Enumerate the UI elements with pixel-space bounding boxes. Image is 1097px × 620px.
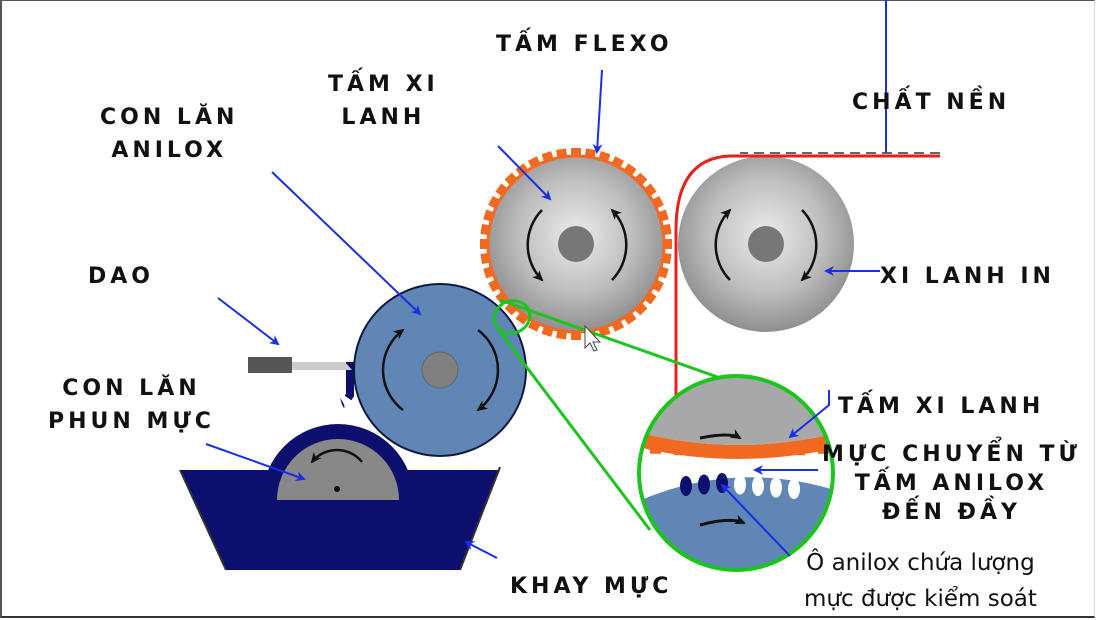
- label-line: MỰC CHUYỂN TỪ: [822, 442, 1081, 467]
- plate-cell: [746, 448, 757, 459]
- arrow-o-anilox: [720, 483, 791, 557]
- note-line: mực được kiểm soát: [804, 586, 1037, 612]
- label-line: PHUN MỰC: [48, 409, 215, 434]
- ink-drop: [340, 398, 345, 408]
- label-khay-muc: KHAY MỰC: [510, 574, 673, 599]
- anilox-cell: [698, 474, 710, 495]
- note-o-anilox: Ô anilox chứa lượng mực được kiểm soát: [804, 545, 1037, 617]
- anilox-cell: [770, 477, 782, 498]
- label-xi-lanh-in: XI LANH IN: [880, 264, 1055, 289]
- label-dao: DAO: [88, 264, 154, 289]
- impression-cylinder: [678, 156, 854, 332]
- doctor-blade: [248, 357, 352, 373]
- anilox-cell: [734, 474, 746, 495]
- label-tam-flexo: TẤM FLEXO: [496, 32, 673, 57]
- plate-tooth: [571, 328, 581, 340]
- plate-cell: [818, 443, 829, 454]
- mouse-cursor-icon: [584, 324, 602, 352]
- plate-cell: [794, 445, 805, 456]
- arrow-tam-flexo: [592, 69, 603, 154]
- plate-tooth: [571, 148, 581, 160]
- arrow-tam-xi-lanh: [497, 145, 552, 201]
- label-con-lan-phun-muc: CON LĂN PHUN MỰC: [48, 372, 215, 438]
- pointer-arrows: [205, 0, 887, 559]
- label-line: TẤM XI: [328, 72, 439, 97]
- label-chat-nen: CHẤT NỀN: [852, 90, 1011, 115]
- anilox-cell: [680, 476, 692, 496]
- anilox-cell: [752, 476, 764, 496]
- label-con-lan-anilox: CON LĂN ANILOX: [100, 101, 238, 167]
- arrow-con-lan-anilox: [271, 171, 422, 316]
- detail-magnifier: [639, 376, 833, 570]
- plate-cell: [674, 445, 685, 456]
- arrow-khay-muc: [464, 541, 498, 559]
- label-line: ANILOX: [111, 138, 228, 163]
- label-line: ĐẾN ĐẦY: [881, 500, 1021, 525]
- ink-film: [344, 362, 354, 401]
- anilox-cell: [788, 479, 800, 499]
- label-line: CON LĂN: [100, 105, 239, 130]
- plate-cell: [722, 448, 733, 459]
- arrow-dao: [217, 297, 280, 346]
- detail-circle-border: [637, 374, 835, 572]
- label-line: TẤM ANILOX: [854, 471, 1049, 496]
- plate-cell: [650, 443, 661, 454]
- label-tam-xi-lanh-detail: TẤM XI LANH: [838, 394, 1045, 419]
- plate-cylinder: [480, 148, 672, 340]
- plate-cell: [698, 446, 709, 457]
- zoom-callout: [492, 298, 741, 531]
- plate-cell: [770, 446, 781, 457]
- arrow-con-lan-phun-muc: [205, 443, 306, 482]
- substrate-web: [674, 154, 940, 400]
- label-muc-chuyen: MỰC CHUYỂN TỪ TẤM ANILOX ĐẾN ĐẦY: [822, 440, 1081, 527]
- ink-tray: [179, 466, 501, 571]
- anilox-roller: [353, 283, 527, 457]
- label-line: CON LĂN: [62, 376, 201, 401]
- label-line: LANH: [341, 105, 426, 130]
- note-line: Ô anilox chứa lượng: [806, 550, 1035, 576]
- arrow-tam-xi-lanh-detail: [788, 390, 830, 439]
- label-tam-xi-lanh-top: TẤM XI LANH: [328, 68, 439, 134]
